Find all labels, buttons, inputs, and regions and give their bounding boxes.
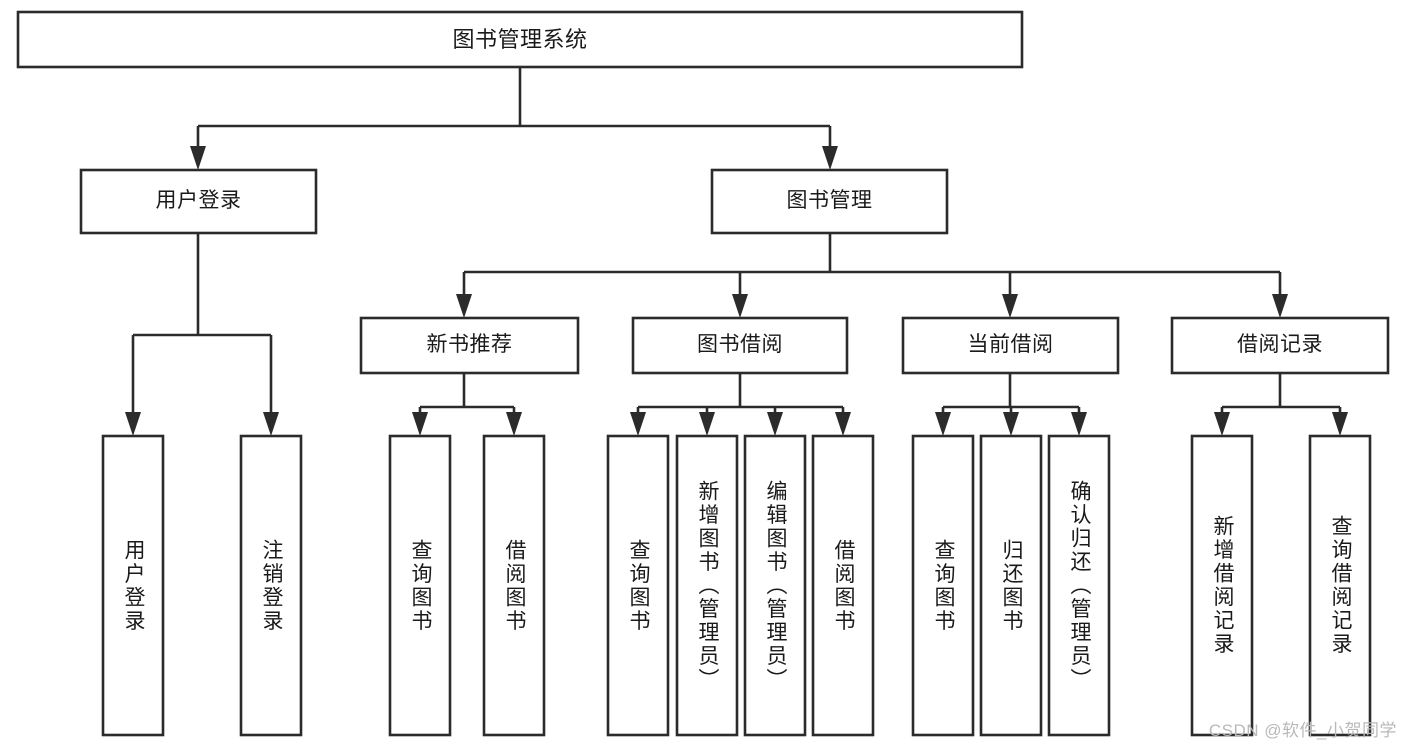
leaf-box-current-borrow-3[interactable] <box>1047 434 1111 737</box>
leaf-box-book-borrow-1[interactable] <box>606 434 670 737</box>
connector-user-login-to-leaves <box>125 233 279 436</box>
arrow-head-cb-leaf-2 <box>1003 412 1019 436</box>
node-box-borrow-record[interactable] <box>1170 316 1390 375</box>
connector-root-to-level2 <box>190 67 838 170</box>
node-box-book-borrow[interactable] <box>631 316 849 375</box>
node-box-current-borrow[interactable] <box>901 316 1120 375</box>
leaf-box-new-book-2[interactable] <box>482 434 546 737</box>
node-box-user-login[interactable] <box>79 168 318 235</box>
leaf-box-book-borrow-4[interactable] <box>811 434 875 737</box>
arrow-head-book-borrow <box>732 294 748 318</box>
node-box-root[interactable] <box>16 10 1024 69</box>
arrow-head-nb-leaf-1 <box>412 412 428 436</box>
arrow-head-bb-leaf-3 <box>767 412 783 436</box>
connector-book-manage-to-level3 <box>456 233 1288 318</box>
arrow-head-bb-leaf-1 <box>630 412 646 436</box>
arrow-head-book-manage <box>822 146 838 170</box>
leaf-box-user-login-1[interactable] <box>101 434 165 737</box>
arrow-head-cb-leaf-1 <box>935 412 951 436</box>
arrow-head-br-leaf-2 <box>1332 412 1348 436</box>
leaf-box-borrow-record-2[interactable] <box>1308 434 1372 737</box>
leaf-box-user-login-2[interactable] <box>239 434 303 737</box>
arrow-head-nb-leaf-2 <box>506 412 522 436</box>
leaf-box-new-book-1[interactable] <box>388 434 452 737</box>
leaf-box-borrow-record-1[interactable] <box>1190 434 1254 737</box>
arrow-head-br-leaf-1 <box>1214 412 1230 436</box>
leaf-box-book-borrow-3[interactable] <box>743 434 807 737</box>
arrow-head-cb-leaf-3 <box>1071 412 1087 436</box>
node-box-book-manage[interactable] <box>710 168 949 235</box>
arrow-head-current-borrow <box>1002 294 1018 318</box>
leaf-box-current-borrow-2[interactable] <box>979 434 1043 737</box>
arrow-head-bb-leaf-4 <box>835 412 851 436</box>
connector-new-book-to-leaves <box>412 373 522 436</box>
leaf-box-current-borrow-1[interactable] <box>911 434 975 737</box>
leaf-box-book-borrow-2[interactable] <box>675 434 739 737</box>
arrow-head-bb-leaf-2 <box>699 412 715 436</box>
arrow-head-user-login <box>190 146 206 170</box>
arrow-head-borrow-record <box>1272 294 1288 318</box>
connector-current-borrow-to-leaves <box>935 373 1087 436</box>
node-box-new-book-recommend[interactable] <box>359 316 580 375</box>
arrow-head-leaf-logout <box>263 412 279 436</box>
connector-book-borrow-to-leaves <box>630 373 851 436</box>
arrow-head-new-book <box>456 294 472 318</box>
arrow-head-leaf-user-login <box>125 412 141 436</box>
connector-borrow-record-to-leaves <box>1214 373 1348 436</box>
